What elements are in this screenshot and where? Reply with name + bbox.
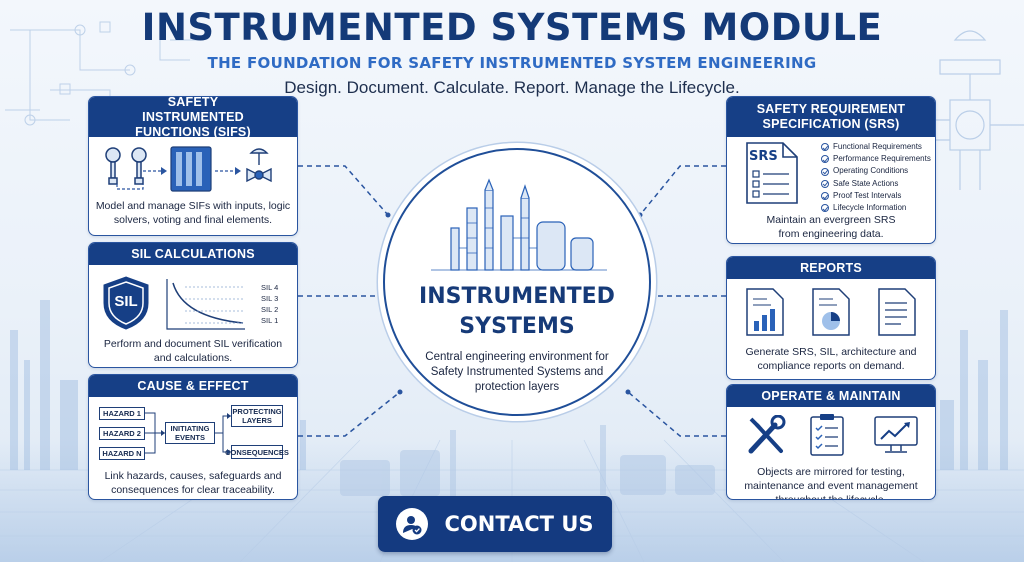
hazard-box-n: HAZARD N: [99, 447, 145, 460]
card-operate-title: OPERATE & MAINTAIN: [727, 385, 935, 407]
contact-us-button[interactable]: CONTACT US: [378, 496, 612, 552]
card-srs: SAFETY REQUIREMENT SPECIFICATION (SRS) S…: [726, 96, 936, 244]
srs-requirement-list: Functional Requirements Performance Requ…: [821, 141, 931, 214]
contact-us-label: CONTACT US: [444, 512, 594, 536]
sil-level-2: SIL 2: [261, 305, 279, 314]
card-sifs-title: SAFETY INSTRUMENTED FUNCTIONS (SIFS): [89, 97, 297, 139]
hazard-box-2: HAZARD 2: [99, 427, 145, 440]
report-document-icon: [878, 288, 916, 336]
card-sil-title: SIL CALCULATIONS: [89, 243, 297, 265]
card-sifs: SAFETY INSTRUMENTED FUNCTIONS (SIFS) Mod…: [88, 96, 298, 236]
checklist-clipboard-icon: [810, 414, 844, 456]
srs-item: Proof Test Intervals: [821, 190, 931, 202]
card-operate-maintain: OPERATE & MAINTAIN Objects are mirrored …: [726, 384, 936, 500]
check-icon: [821, 155, 829, 164]
card-cause-effect-title: CAUSE & EFFECT: [89, 375, 297, 397]
srs-document-icon: [746, 142, 798, 204]
card-sil: SIL CALCULATIONS SIL SIL 4 SIL 3 SIL 2 S…: [88, 242, 298, 368]
card-reports: REPORTS Generate SRS, SIL, architecture …: [726, 256, 936, 380]
consequences-box: CONSEQUENCES: [225, 445, 289, 459]
tools-icon: [748, 415, 786, 454]
sil-badge-label: SIL: [114, 293, 138, 310]
hazard-box-1: HAZARD 1: [99, 407, 145, 420]
center-title: INSTRUMENTED SYSTEMS: [385, 282, 649, 342]
card-reports-title: REPORTS: [727, 257, 935, 279]
card-sil-description: Perform and document SIL verification an…: [103, 338, 283, 364]
check-icon: [821, 143, 829, 152]
srs-item: Functional Requirements: [821, 141, 931, 153]
page-title: INSTRUMENTED SYSTEMS MODULE: [141, 6, 883, 49]
sif-flow-icon: [105, 146, 272, 192]
sil-level-1: SIL 1: [261, 316, 279, 325]
user-check-icon: [396, 508, 429, 540]
center-title-line2: SYSTEMS: [459, 314, 575, 339]
page-tagline: Design. Document. Calculate. Report. Man…: [284, 78, 740, 97]
card-operate-description: Objects are mirrored for testing, mainte…: [744, 466, 918, 500]
card-srs-description: Maintain an evergreen SRS from engineeri…: [766, 214, 896, 240]
check-icon: [821, 167, 829, 176]
sil-level-3: SIL 3: [261, 294, 279, 303]
srs-item: Performance Requirements: [821, 153, 931, 165]
sil-level-4: SIL 4: [261, 283, 279, 292]
srs-item: Operating Conditions: [821, 165, 931, 177]
page-subtitle: THE FOUNDATION FOR SAFETY INSTRUMENTED S…: [207, 54, 817, 72]
check-icon: [821, 191, 829, 200]
card-reports-description: Generate SRS, SIL, architecture and comp…: [745, 346, 917, 372]
center-description: Central engineering environment for Safe…: [425, 351, 609, 393]
card-sifs-description: Model and manage SIFs with inputs, logic…: [95, 200, 291, 226]
srs-document-label: SRS: [749, 149, 778, 164]
initiating-events-box: INITIATING EVENTS: [165, 422, 215, 444]
report-pie-chart-icon: [812, 288, 850, 336]
trend-monitor-icon: [874, 416, 918, 453]
check-icon: [821, 179, 829, 188]
shield-icon: [103, 276, 149, 330]
srs-item: Safe State Actions: [821, 178, 931, 190]
check-icon: [821, 204, 829, 213]
srs-item: Lifecycle Information: [821, 202, 931, 214]
card-cause-effect: CAUSE & EFFECT HAZARD 1 HAZARD 2 HAZARD …: [88, 374, 298, 500]
card-srs-title: SAFETY REQUIREMENT SPECIFICATION (SRS): [727, 97, 935, 137]
protecting-layers-box: PROTECTING LAYERS: [231, 405, 283, 427]
center-title-line1: INSTRUMENTED: [419, 284, 615, 309]
cause-effect-connectors: [145, 412, 231, 455]
refinery-icon: [431, 178, 607, 271]
center-hub: INSTRUMENTED SYSTEMS Central engineering…: [383, 148, 651, 416]
report-bar-chart-icon: [746, 288, 784, 336]
card-cause-effect-description: Link hazards, causes, safeguards and con…: [104, 470, 282, 496]
sil-curve-chart: [166, 279, 245, 330]
